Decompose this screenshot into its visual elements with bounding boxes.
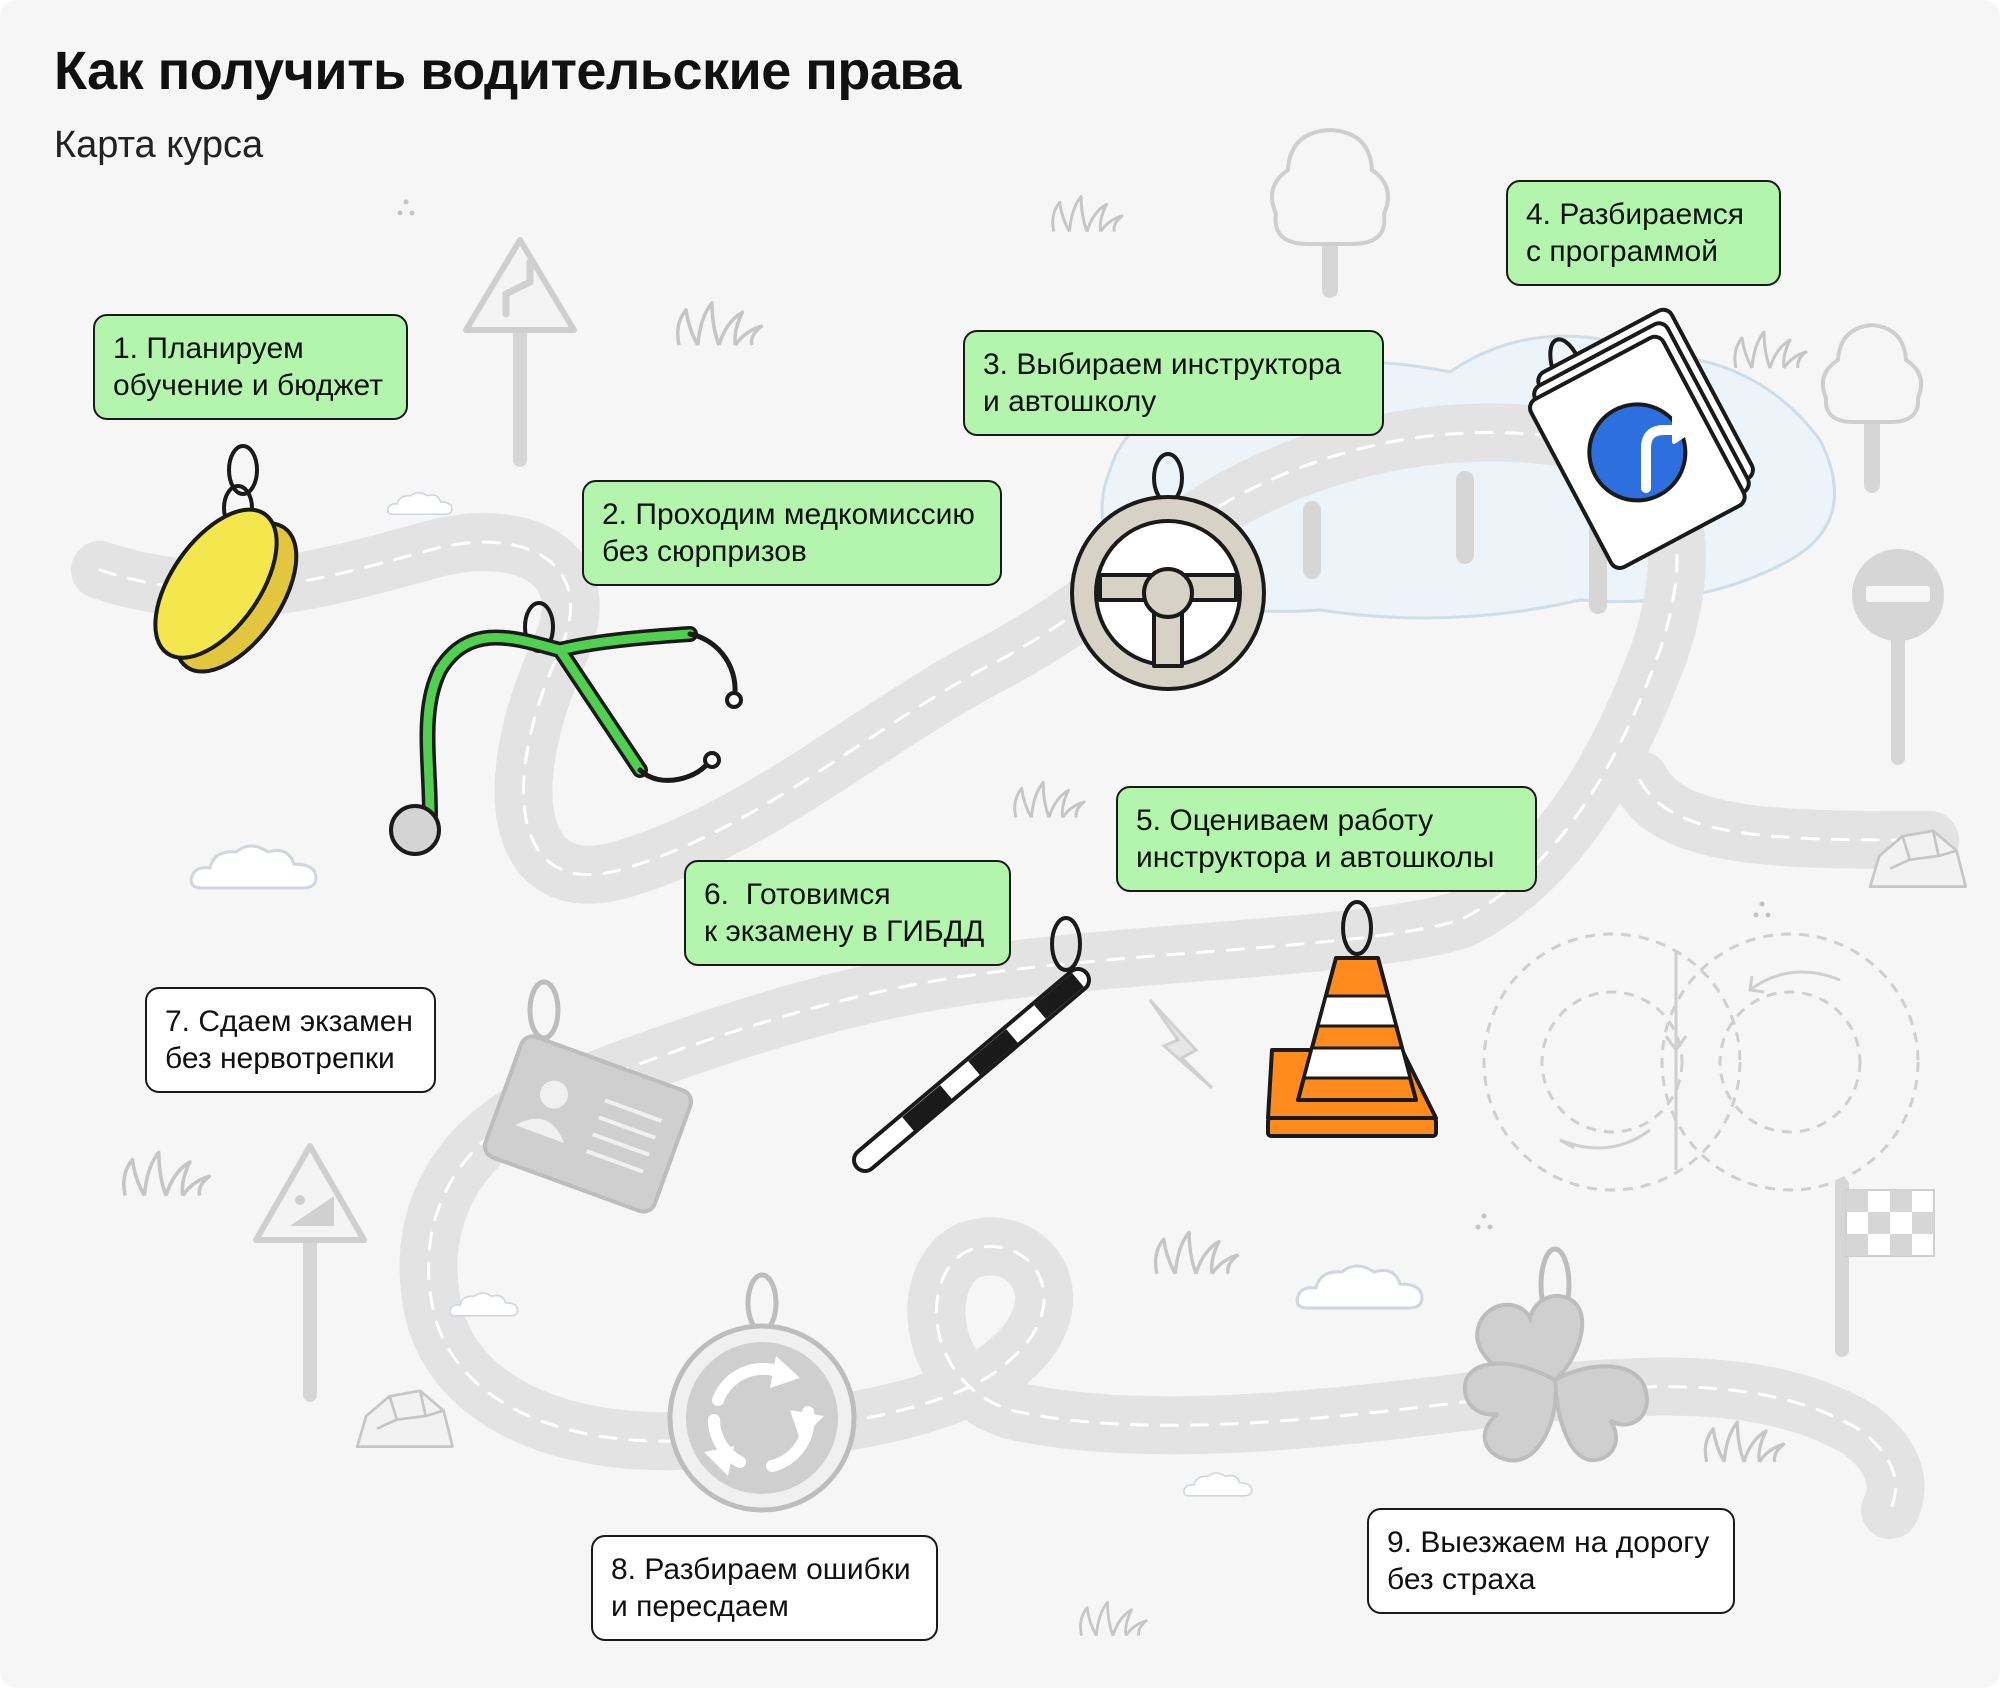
training-pad	[1482, 932, 1920, 1192]
step-7[interactable]: 7. Сдаем экзамен без нервотрепки	[145, 987, 436, 1093]
step-2[interactable]: 2. Проходим медкомиссию без сюрпризов	[582, 480, 1002, 586]
road-sign-falling-rocks	[253, 1143, 367, 1402]
step-1-number: 1.	[113, 332, 139, 365]
page-title: Как получить водительские права	[54, 41, 961, 101]
traffic-cone-icon	[1266, 900, 1438, 1138]
step-5[interactable]: 5. Оцениваем работу инструктора и автошк…	[1116, 786, 1537, 892]
coin-icon	[153, 444, 299, 674]
lightning-decoration	[1148, 998, 1214, 1090]
step-8-number: 8.	[611, 1553, 637, 1586]
page-subtitle: Карта курса	[54, 124, 264, 166]
step-6[interactable]: 6. Готовимся к экзамену в ГИБДД	[684, 860, 1011, 966]
roundabout-sign-icon	[667, 1272, 857, 1513]
step-5-number: 5.	[1136, 804, 1162, 837]
tree-large	[1270, 127, 1390, 298]
step-1[interactable]: 1. Планируем обучение и бюджет	[93, 314, 408, 420]
clover-icon	[1462, 1246, 1649, 1463]
tree-small	[1821, 322, 1923, 493]
steering-wheel-icon	[1070, 452, 1266, 691]
step-9[interactable]: 9. Выезжаем на дорогу без страха	[1367, 1508, 1735, 1614]
step-3[interactable]: 3. Выбираем инструктора и автошколу	[963, 330, 1384, 436]
step-8[interactable]: 8. Разбираем ошибки и пересдаем	[591, 1535, 938, 1641]
step-2-number: 2.	[602, 498, 628, 531]
bridge-pillars	[1303, 471, 1607, 614]
step-9-number: 9.	[1387, 1526, 1413, 1559]
step-3-number: 3.	[983, 348, 1009, 381]
stethoscope-icon	[389, 601, 743, 856]
finish-flag	[1835, 1178, 1935, 1357]
step-4[interactable]: 4. Разбираемся с программой	[1506, 180, 1781, 286]
step-4-number: 4.	[1526, 198, 1552, 231]
road-sign-no-entry	[1852, 549, 1944, 765]
road-sign-curves	[463, 237, 577, 467]
license-card-icon	[482, 979, 694, 1214]
step-6-number: 6.	[704, 878, 730, 911]
road	[71, 403, 1959, 1539]
step-7-number: 7.	[165, 1005, 191, 1038]
traffic-baton-icon	[852, 916, 1091, 1173]
road-sign-cards-icon	[1528, 307, 1755, 570]
